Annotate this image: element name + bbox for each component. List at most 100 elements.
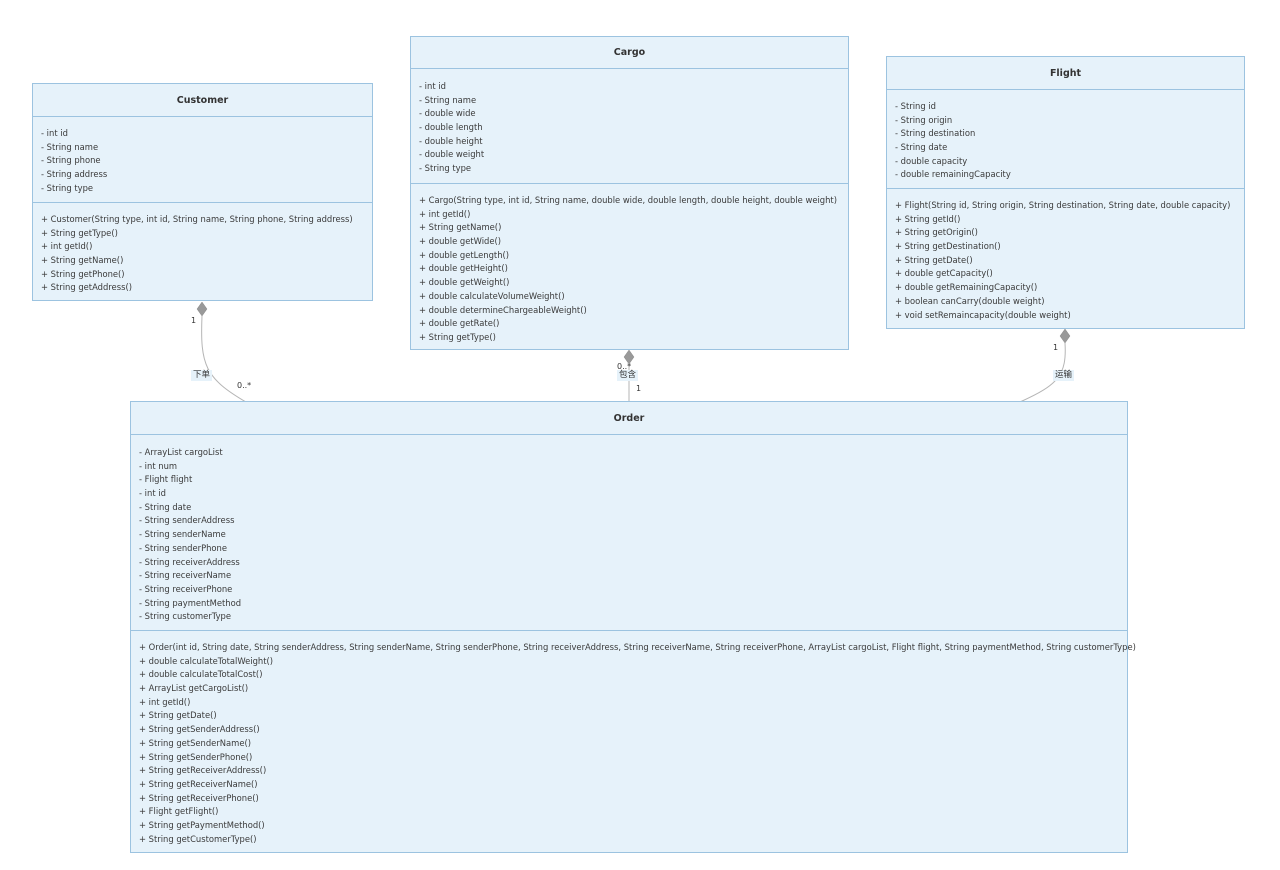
method: + String getSenderPhone()	[139, 751, 253, 762]
method: + boolean canCarry(double weight)	[895, 295, 1045, 306]
method: + String getAddress()	[41, 282, 132, 293]
cargo-class-title: Cargo	[411, 37, 848, 69]
method: + String getDate()	[139, 710, 217, 721]
method: + int getId()	[41, 241, 93, 252]
method: + double determineChargeableWeight()	[419, 304, 587, 315]
method: + double getWeight()	[419, 277, 510, 288]
customer-order-relation-line[interactable]	[201, 315, 247, 403]
flight-multiplicity: 1	[1053, 343, 1059, 352]
method: + double getRate()	[419, 318, 500, 329]
method: + double calculateTotalWeight()	[139, 655, 274, 666]
method: + Customer(String type, int id, String n…	[41, 214, 353, 224]
method: + String getReceiverName()	[139, 778, 258, 789]
method: + String getDate()	[895, 254, 973, 265]
method: + String getSenderName()	[139, 737, 252, 748]
method: + Flight(String id, String origin, Strin…	[895, 200, 1231, 210]
method: + String getName()	[419, 222, 502, 233]
method: + String getPaymentMethod()	[139, 819, 265, 830]
order-class-title: Order	[131, 402, 1127, 435]
method: + String getType()	[41, 227, 118, 238]
method: + String getSenderAddress()	[139, 724, 260, 735]
attribute: - int id	[419, 81, 446, 91]
order-methods: + Order(int id, String date, String send…	[131, 631, 1136, 846]
customer-methods: + Customer(String type, int id, String n…	[33, 203, 372, 295]
attribute: - String date	[895, 142, 948, 153]
cargo-attributes: - int id - String name - double wide - d…	[411, 69, 848, 184]
attribute: - String name	[41, 141, 99, 152]
attribute: - int id	[139, 488, 166, 499]
method: + void setRemaincapacity(double weight)	[895, 309, 1071, 320]
flight-methods: + Flight(String id, String origin, Strin…	[887, 189, 1244, 322]
attribute: - double remainingCapacity	[895, 169, 1011, 180]
cargo-aggregation-diamond	[623, 349, 635, 365]
flight-class[interactable]: Flight - String id - String origin - Str…	[886, 56, 1245, 329]
customer-attributes: - int id - String name - String phone - …	[33, 117, 372, 203]
attribute: - double wide	[419, 108, 476, 119]
method: + ArrayList getCargoList()	[139, 683, 249, 694]
customer-class[interactable]: Customer - int id - String name - String…	[32, 83, 373, 301]
attribute: - String receiverAddress	[139, 556, 240, 567]
method: + double getRemainingCapacity()	[895, 282, 1038, 293]
attribute: - String senderName	[139, 529, 226, 540]
attribute: - String phone	[41, 155, 101, 166]
attribute: - ArrayList cargoList	[139, 447, 223, 457]
attribute: - String origin	[895, 114, 953, 125]
method: + String getReceiverPhone()	[139, 792, 259, 803]
cargo-order-label: 包含	[617, 370, 639, 381]
method: + Cargo(String type, int id, String name…	[419, 195, 837, 205]
attribute: - double length	[419, 122, 483, 133]
method: + int getId()	[419, 208, 471, 219]
method: + String getOrigin()	[895, 227, 978, 238]
order-class[interactable]: Order - ArrayList cargoList - int num - …	[130, 401, 1136, 853]
attribute: - String paymentMethod	[139, 597, 242, 608]
method: + Order(int id, String date, String send…	[139, 642, 1136, 652]
attribute: - String destination	[895, 128, 976, 139]
method: + String getDestination()	[895, 241, 1001, 252]
attribute: - Flight flight	[139, 474, 193, 485]
cargo-class[interactable]: Cargo - int id - String name - double wi…	[410, 36, 849, 350]
cargo-multiplicity: 0..*	[617, 362, 632, 371]
method: + double calculateTotalCost()	[139, 669, 263, 680]
method: + String getReceiverAddress()	[139, 765, 267, 776]
attribute: - String type	[419, 163, 472, 174]
flight-class-title: Flight	[887, 57, 1244, 90]
customer-order-label: 下单	[191, 370, 213, 381]
flight-aggregation-diamond	[1059, 328, 1071, 344]
order-attributes: - ArrayList cargoList - int num - Flight…	[131, 435, 1127, 631]
attribute: - double height	[419, 135, 483, 146]
method: + String getName()	[41, 255, 124, 266]
attribute: - int id	[41, 128, 68, 138]
attribute: - String date	[139, 501, 192, 512]
customer-class-title: Customer	[33, 84, 372, 117]
method: + String getId()	[895, 213, 961, 224]
attribute: - String type	[41, 182, 94, 193]
attribute: - int num	[139, 460, 178, 471]
cargo-methods: + Cargo(String type, int id, String name…	[411, 184, 848, 345]
customer-multiplicity: 1	[191, 316, 197, 325]
flight-attributes: - String id - String origin - String des…	[887, 90, 1244, 189]
method: + double calculateVolumeWeight()	[419, 290, 565, 301]
method: + double getWide()	[419, 236, 502, 247]
method: + int getId()	[139, 696, 191, 707]
method: + double getLength()	[419, 249, 510, 260]
order-multiplicity-from-cargo: 1	[636, 384, 642, 393]
attribute: - String receiverName	[139, 570, 232, 581]
attribute: - String address	[41, 169, 108, 180]
order-multiplicity-from-customer: 0..*	[237, 381, 252, 390]
attribute: - String customerType	[139, 611, 232, 622]
attribute: - String senderPhone	[139, 542, 228, 553]
method: + String getPhone()	[41, 268, 125, 279]
method: + String getType()	[419, 331, 496, 342]
method: + String getCustomerType()	[139, 833, 257, 844]
method: + Flight getFlight()	[139, 806, 219, 817]
attribute: - String receiverPhone	[139, 583, 233, 594]
attribute: - double capacity	[895, 155, 968, 166]
attribute: - double weight	[419, 149, 485, 160]
attribute: - String id	[895, 101, 936, 111]
method: + double getHeight()	[419, 263, 508, 274]
attribute: - String name	[419, 94, 477, 105]
method: + double getCapacity()	[895, 268, 993, 279]
attribute: - String senderAddress	[139, 515, 235, 526]
customer-aggregation-diamond	[196, 301, 208, 317]
